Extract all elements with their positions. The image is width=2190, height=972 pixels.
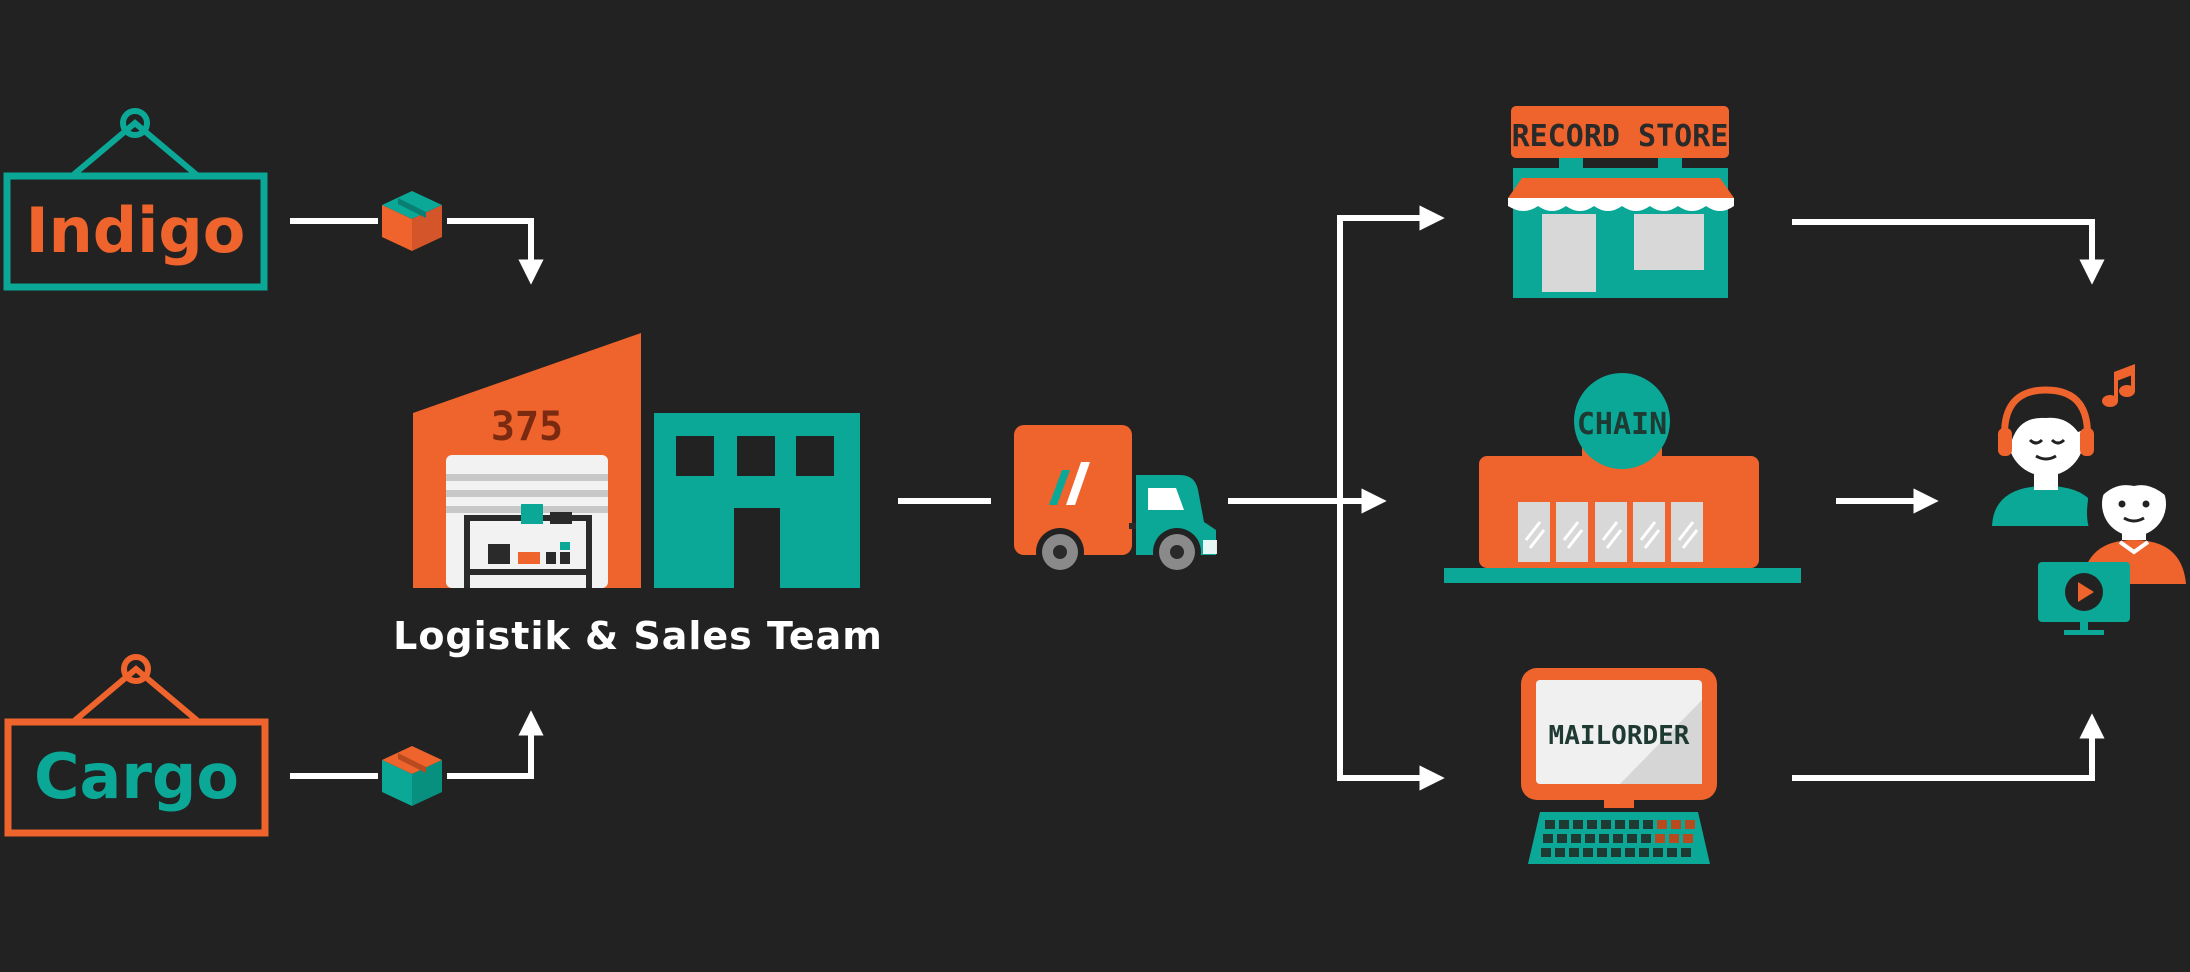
keyboard-key bbox=[1653, 848, 1663, 857]
keyboard-key bbox=[1545, 820, 1555, 829]
keyboard-key bbox=[1613, 834, 1623, 843]
keyboard-key bbox=[1667, 848, 1677, 857]
keyboard-key bbox=[1615, 820, 1625, 829]
keyboard-key bbox=[1587, 820, 1597, 829]
keyboard-key bbox=[1683, 834, 1693, 843]
keyboard-key bbox=[1599, 834, 1609, 843]
cargo-label-sign: Cargo bbox=[4, 654, 269, 837]
warehouse-icon: 375 bbox=[413, 333, 641, 588]
keyboard-key bbox=[1655, 834, 1665, 843]
keyboard-key bbox=[1685, 820, 1695, 829]
chain-label: CHAIN bbox=[1577, 407, 1667, 442]
keyboard-key bbox=[1543, 834, 1553, 843]
keyboard-key bbox=[1573, 820, 1583, 829]
indigo-label-text: Indigo bbox=[26, 194, 246, 267]
consumer-arrows bbox=[1792, 219, 2105, 781]
keyboard-key bbox=[1641, 834, 1651, 843]
keyboard-key bbox=[1585, 834, 1595, 843]
label-arrows bbox=[290, 218, 544, 779]
delivery-truck-icon bbox=[1014, 425, 1217, 576]
office-building-icon bbox=[654, 413, 860, 588]
warehouse-number: 375 bbox=[491, 404, 563, 450]
box-icon bbox=[382, 746, 442, 806]
keyboard-key bbox=[1643, 820, 1653, 829]
indigo-label-sign: Indigo bbox=[3, 108, 268, 291]
keyboard-key bbox=[1555, 848, 1565, 857]
keyboard-key bbox=[1571, 834, 1581, 843]
keyboard-key bbox=[1625, 848, 1635, 857]
keyboard-key bbox=[1611, 848, 1621, 857]
keyboard-key bbox=[1597, 848, 1607, 857]
video-screen-icon bbox=[2038, 562, 2130, 635]
keyboard-key bbox=[1559, 820, 1569, 829]
keyboard-key bbox=[1557, 834, 1567, 843]
chain-store-icon: CHAIN bbox=[1444, 373, 1801, 583]
keyboard-key bbox=[1583, 848, 1593, 857]
keyboard-key bbox=[1541, 848, 1551, 857]
keyboard-key bbox=[1627, 834, 1637, 843]
cargo-label-text: Cargo bbox=[34, 740, 239, 813]
mailorder-label: MAILORDER bbox=[1549, 721, 1690, 751]
record-store-label: RECORD STORE bbox=[1512, 119, 1729, 154]
music-note-icon bbox=[2102, 364, 2135, 407]
listeners-icon bbox=[1992, 386, 2186, 584]
keyboard-key bbox=[1669, 834, 1679, 843]
computer-icon: MAILORDER bbox=[1521, 668, 1717, 864]
keyboard-key bbox=[1639, 848, 1649, 857]
distribution-arrows bbox=[1228, 205, 1445, 791]
keyboard-key bbox=[1671, 820, 1681, 829]
logistics-team-caption: Logistik & Sales Team bbox=[393, 614, 883, 658]
keyboard-key bbox=[1569, 848, 1579, 857]
keyboard-key bbox=[1657, 820, 1667, 829]
keyboard-key bbox=[1601, 820, 1611, 829]
keyboard-key bbox=[1629, 820, 1639, 829]
storefront-icon: RECORD STORE bbox=[1508, 106, 1734, 298]
box-icon bbox=[382, 191, 442, 251]
keyboard-key bbox=[1681, 848, 1691, 857]
